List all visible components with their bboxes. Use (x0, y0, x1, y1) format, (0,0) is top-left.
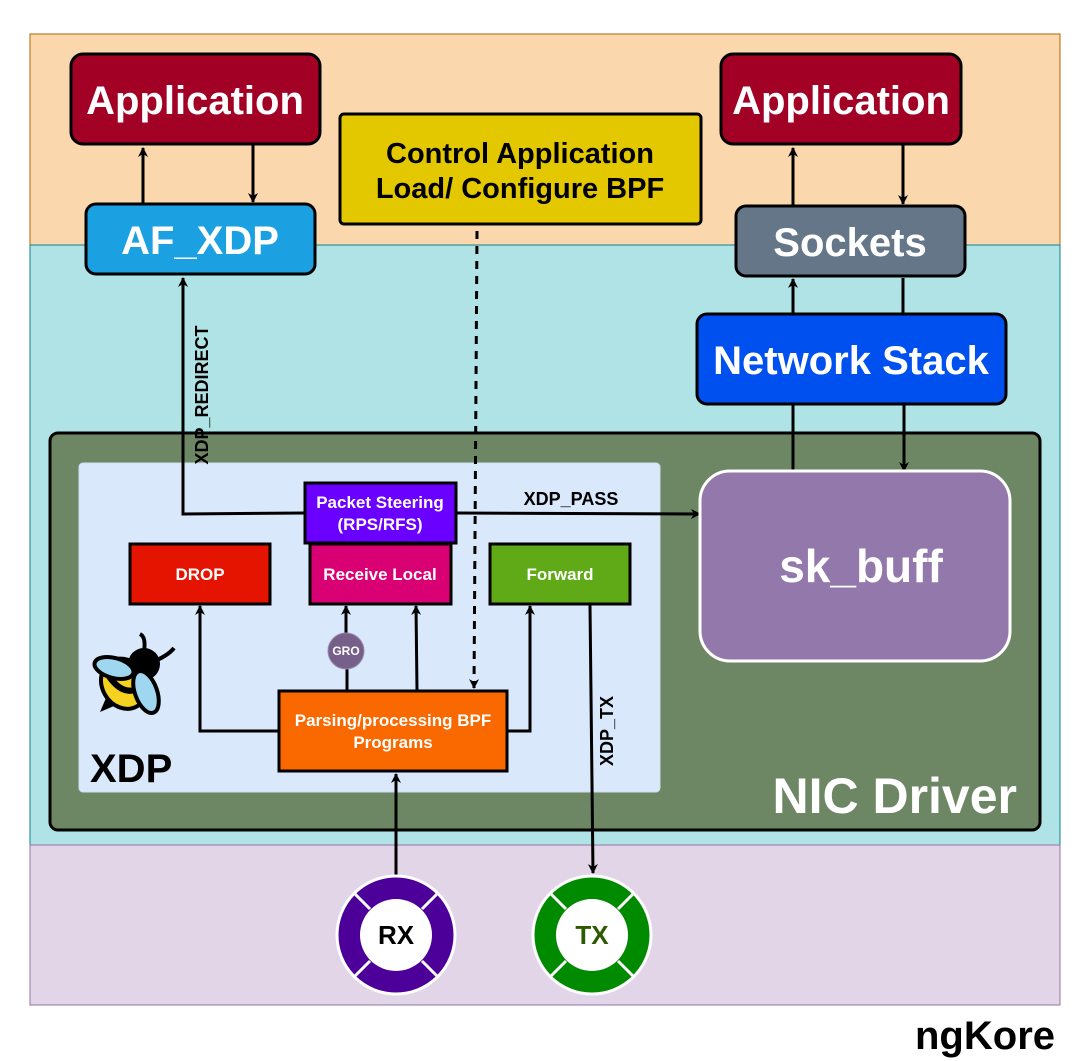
xdp-redirect-label: XDP_REDIRECT (192, 325, 212, 464)
drop-label: DROP (175, 565, 224, 584)
receive-local-node: Receive Local (308, 542, 453, 606)
drop-node: DROP (128, 542, 272, 606)
control-application-line1: Control Application (386, 138, 654, 170)
gro-label: GRO (332, 644, 359, 658)
rx-ring-node: RX (335, 874, 457, 996)
af-xdp-label: AF_XDP (121, 219, 279, 263)
af-xdp-node: AF_XDP (84, 202, 317, 276)
control-application-line2: Load/ Configure BPF (376, 173, 664, 205)
tx-ring-node: TX (531, 874, 653, 996)
application-left-node: Application (69, 52, 322, 146)
forward-node: Forward (488, 542, 632, 606)
packet-steering-line2: (RPS/RFS) (338, 515, 423, 534)
tx-label: TX (575, 920, 609, 950)
forward-label: Forward (526, 565, 593, 584)
application-right-node: Application (719, 52, 963, 146)
network-stack-label: Network Stack (713, 339, 989, 383)
application-left-label: Application (86, 79, 304, 123)
receive-local-label: Receive Local (323, 565, 436, 584)
edges (138, 145, 909, 875)
xdp-tx-label: XDP_TX (597, 696, 617, 766)
packet-steering-node: Packet Steering (RPS/RFS) (303, 481, 458, 545)
parsing-processing-line2: Programs (353, 733, 432, 752)
control-application-node: Control Application Load/ Configure BPF (338, 112, 703, 226)
sockets-label: Sockets (773, 221, 926, 265)
application-right-label: Application (732, 79, 950, 123)
xdp-pass-label: XDP_PASS (524, 489, 619, 509)
gro-node: GRO (327, 632, 365, 670)
parsing-processing-line1: Parsing/processing BPF (295, 711, 492, 730)
sk-buff-label: sk_buff (779, 540, 943, 592)
nic-driver-label: NIC Driver (772, 768, 1017, 824)
network-stack-node: Network Stack (695, 312, 1008, 406)
rx-label: RX (378, 920, 415, 950)
parsing-processing-node: Parsing/processing BPF Programs (277, 689, 509, 773)
sk-buff-node: sk_buff (698, 469, 1012, 663)
sockets-node: Sockets (734, 204, 967, 278)
bee-icon (92, 632, 176, 716)
packet-steering-line1: Packet Steering (316, 493, 444, 512)
brand-label: ngKore (915, 1014, 1055, 1058)
xdp-label: XDP (90, 747, 172, 791)
